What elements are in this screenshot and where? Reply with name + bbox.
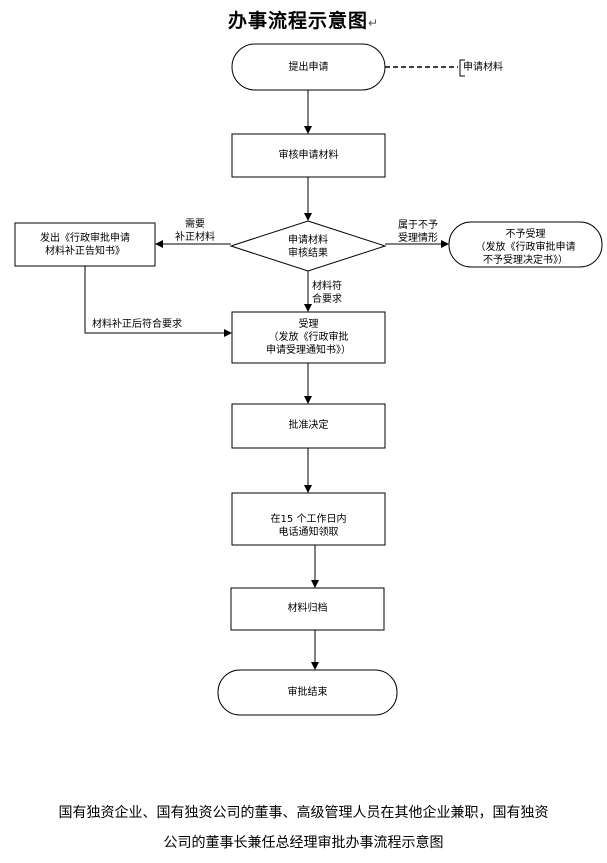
notice-label-2: 材料补正告知书》 (45, 246, 125, 257)
notify-label-1: 在15 个工作日内 (270, 514, 347, 525)
notice-label-1: 发出《行政审批申请 (40, 233, 130, 244)
decision-label-1: 申请材料 (288, 235, 328, 246)
reject-label-2: （发放《行政审批申请 (475, 242, 576, 253)
reject-label-3: 不予受理决定书》） (483, 255, 568, 266)
reject-label-1: 不予受理 (505, 229, 546, 240)
not-accept-label-1: 属于不予 (398, 220, 438, 231)
decision-label-2: 审核结果 (288, 248, 328, 259)
reject-terminal (448, 221, 603, 268)
end-terminal (217, 669, 398, 716)
accept-label-1: 受理 (298, 319, 319, 330)
end-label: 审批结束 (287, 687, 328, 698)
notify-label-2: 电话通知领取 (278, 527, 339, 538)
accept-label-3: 申请受理通知书》） (266, 345, 351, 356)
notify-box (231, 492, 386, 546)
accept-label-2: （发放《行政审批 (268, 332, 349, 343)
archive-label: 材料归档 (287, 603, 328, 614)
page-title: 办事流程示意图↵ (0, 6, 607, 33)
caption-line-2: 公司的董事长兼任总经理审批办事流程示意图 (163, 835, 444, 851)
approve-label: 批准决定 (288, 420, 329, 431)
start-label: 提出申请 (288, 62, 329, 73)
side-material-label: 申请材料 (463, 62, 503, 73)
title-text: 办事流程示意图 (227, 10, 368, 32)
meets-label-1: 材料符 (312, 281, 342, 292)
edge-notice-accept (84, 266, 232, 337)
paragraph-mark: ↵ (367, 16, 380, 30)
corrected-label: 材料补正后符合要求 (92, 319, 182, 330)
archive-box (230, 587, 385, 631)
notice-box (14, 222, 156, 267)
caption-line-1: 国有独资企业、国有独资公司的董事、高级管理人员在其他企业兼职，国有独资 (58, 805, 549, 821)
review-label: 审核申请材料 (278, 150, 339, 161)
side-bracket (459, 59, 465, 77)
need-label-1: 需要 (185, 219, 205, 230)
accept-box (231, 311, 386, 364)
meets-label-2: 合要求 (312, 294, 342, 305)
approve-box (231, 403, 386, 449)
need-label-2: 补正材料 (175, 232, 215, 243)
not-accept-label-2: 受理情形 (398, 233, 438, 244)
review-box (231, 133, 386, 178)
